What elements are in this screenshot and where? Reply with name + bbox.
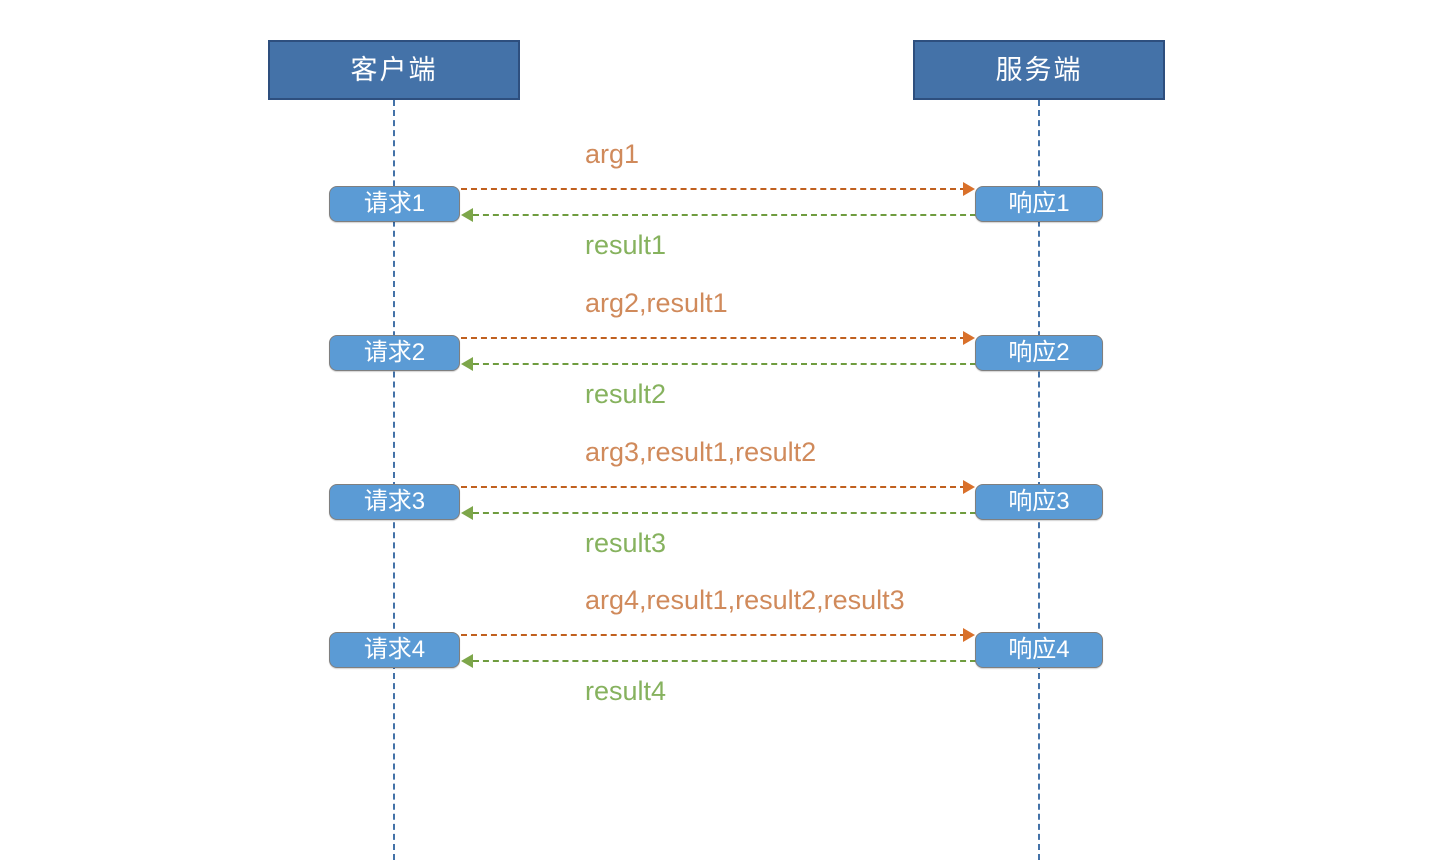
response-label-3: result3 (585, 528, 667, 558)
response-box-label-1: 响应1 (1008, 190, 1070, 217)
request-box-label-1: 请求1 (363, 190, 426, 217)
request-label-3: arg3,result1,result2 (585, 437, 817, 467)
participant-header-client: 客户端 (268, 40, 520, 100)
response-box-4[interactable]: 响应4 (975, 632, 1103, 668)
participant-label-server: 服务端 (995, 54, 1083, 85)
request-box-4[interactable]: 请求4 (329, 632, 460, 668)
response-arrow-line-3 (473, 512, 976, 514)
participant-header-server: 服务端 (913, 40, 1165, 100)
request-box-label-3: 请求3 (363, 488, 426, 515)
response-arrow-head-2 (461, 357, 473, 371)
request-box-1[interactable]: 请求1 (329, 186, 460, 222)
response-box-2[interactable]: 响应2 (975, 335, 1103, 371)
request-label-1: arg1 (585, 139, 640, 169)
request-label-4: arg4,result1,result2,result3 (585, 585, 905, 615)
response-box-3[interactable]: 响应3 (975, 484, 1103, 520)
request-box-3[interactable]: 请求3 (329, 484, 460, 520)
request-box-2[interactable]: 请求2 (329, 335, 460, 371)
response-arrow-line-1 (473, 214, 976, 216)
request-arrow-line-4 (461, 634, 966, 636)
request-arrow-head-3 (963, 480, 975, 494)
lifeline-client (393, 100, 395, 860)
request-arrow-head-1 (963, 182, 975, 196)
response-label-2: result2 (585, 379, 667, 409)
response-arrow-head-3 (461, 506, 473, 520)
response-arrow-line-4 (473, 660, 976, 662)
request-label-2: arg2,result1 (585, 288, 728, 318)
request-arrow-line-3 (461, 486, 966, 488)
participant-label-client: 客户端 (350, 54, 438, 85)
response-arrow-line-2 (473, 363, 976, 365)
response-box-label-4: 响应4 (1008, 636, 1070, 663)
response-box-label-2: 响应2 (1008, 339, 1070, 366)
response-box-label-3: 响应3 (1008, 488, 1070, 515)
response-label-1: result1 (585, 230, 667, 260)
request-arrow-head-4 (963, 628, 975, 642)
request-box-label-4: 请求4 (363, 636, 426, 663)
response-arrow-head-1 (461, 208, 473, 222)
response-label-4: result4 (585, 676, 667, 706)
request-box-label-2: 请求2 (363, 339, 426, 366)
response-arrow-head-4 (461, 654, 473, 668)
lifeline-server (1038, 100, 1040, 860)
request-arrow-line-2 (461, 337, 966, 339)
response-box-1[interactable]: 响应1 (975, 186, 1103, 222)
request-arrow-line-1 (461, 188, 966, 190)
request-arrow-head-2 (963, 331, 975, 345)
